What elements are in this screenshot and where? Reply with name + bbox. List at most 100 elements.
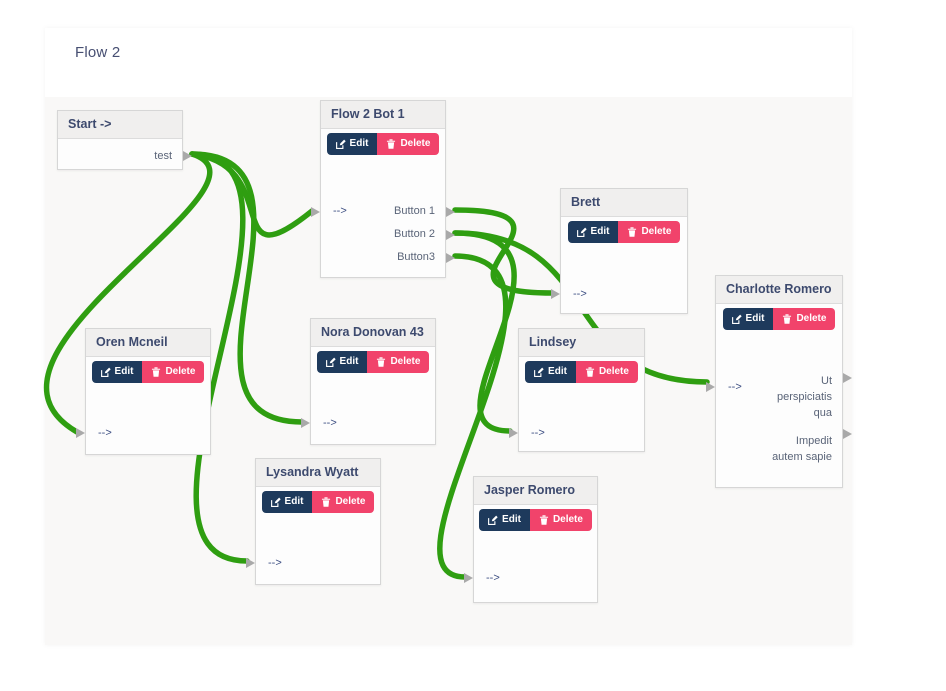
node-actions: Edit Delete bbox=[311, 351, 435, 373]
input-port-arrow-icon[interactable] bbox=[301, 418, 310, 428]
node-start[interactable]: Start -> test bbox=[57, 110, 192, 170]
delete-button[interactable]: Delete bbox=[575, 361, 638, 383]
delete-button-label: Delete bbox=[641, 226, 672, 237]
input-port-arrow-icon[interactable] bbox=[246, 558, 255, 568]
edit-pencil-icon bbox=[534, 367, 544, 377]
delete-button[interactable]: Delete bbox=[142, 361, 205, 383]
node-actions: Edit Delete bbox=[86, 361, 210, 383]
input-port-label: --> bbox=[268, 557, 282, 569]
connection-start.test-to-nora[interactable] bbox=[189, 151, 305, 425]
input-port-arrow-icon[interactable] bbox=[76, 428, 85, 438]
output-port-label: Button 1 bbox=[394, 205, 435, 217]
edit-button-label: Edit bbox=[548, 366, 567, 377]
trash-icon bbox=[377, 357, 386, 367]
node-title: Flow 2 Bot 1 bbox=[321, 101, 445, 129]
connection-flow2bot1.button3-to-jasper[interactable] bbox=[437, 253, 509, 580]
node-actions: Edit Delete bbox=[561, 221, 687, 243]
edit-button-label: Edit bbox=[114, 366, 134, 377]
edit-button[interactable]: Edit bbox=[326, 133, 378, 155]
delete-button-label: Delete bbox=[400, 138, 431, 149]
delete-button[interactable]: Delete bbox=[377, 133, 440, 155]
edit-button-label: Edit bbox=[284, 496, 304, 507]
node-title: Oren Mcneil bbox=[86, 329, 210, 357]
edit-pencil-icon bbox=[270, 497, 281, 507]
trash-icon bbox=[539, 515, 548, 525]
output-port-label: Ut perspiciatis qua bbox=[776, 375, 832, 419]
output-port-arrow-icon[interactable] bbox=[843, 429, 852, 439]
edit-button-label: Edit bbox=[745, 313, 765, 324]
trash-icon bbox=[322, 497, 331, 507]
delete-button[interactable]: Delete bbox=[312, 491, 375, 513]
edit-button[interactable]: Edit bbox=[722, 308, 774, 330]
trash-icon bbox=[387, 139, 396, 149]
trash-icon bbox=[152, 367, 161, 377]
node-actions: Edit Delete bbox=[256, 491, 380, 513]
edit-button[interactable]: Edit bbox=[261, 491, 313, 513]
edit-button[interactable]: Edit bbox=[567, 221, 619, 243]
trash-icon bbox=[783, 314, 792, 324]
output-port-arrow-icon[interactable] bbox=[446, 252, 455, 263]
edit-button-label: Edit bbox=[590, 226, 610, 237]
input-port-label: --> bbox=[728, 381, 742, 393]
node-nora[interactable]: Nora Donovan 43 Edit Delete --> bbox=[301, 318, 436, 445]
delete-button-label: Delete bbox=[390, 356, 421, 367]
input-port-arrow-icon[interactable] bbox=[311, 206, 320, 217]
node-title: Brett bbox=[561, 189, 687, 217]
node-title: Charlotte Romero bbox=[716, 276, 842, 304]
node-actions: Edit Delete bbox=[716, 308, 842, 330]
node-title: Start -> bbox=[58, 111, 182, 139]
edit-pencil-icon bbox=[100, 367, 111, 377]
output-port-label: test bbox=[154, 150, 172, 162]
connection-start.test-to-lysandra[interactable] bbox=[189, 151, 250, 564]
input-port-arrow-icon[interactable] bbox=[464, 573, 473, 583]
edit-button-label: Edit bbox=[339, 356, 359, 367]
output-port-label: Button 2 bbox=[394, 228, 435, 240]
node-title: Lindsey bbox=[519, 329, 644, 357]
input-port-arrow-icon[interactable] bbox=[509, 428, 518, 438]
edit-button[interactable]: Edit bbox=[525, 361, 576, 383]
output-port-arrow-icon[interactable] bbox=[843, 373, 852, 383]
output-port-arrow-icon[interactable] bbox=[446, 206, 455, 217]
edit-pencil-icon bbox=[335, 139, 346, 149]
output-port-arrow-icon[interactable] bbox=[446, 229, 455, 240]
delete-button[interactable]: Delete bbox=[773, 308, 836, 330]
delete-button-label: Delete bbox=[796, 313, 827, 324]
edit-button[interactable]: Edit bbox=[479, 509, 530, 531]
delete-button[interactable]: Delete bbox=[529, 509, 592, 531]
node-title: Jasper Romero bbox=[474, 477, 597, 505]
trash-icon bbox=[585, 367, 594, 377]
input-port-label: --> bbox=[98, 427, 112, 439]
edit-button[interactable]: Edit bbox=[316, 351, 368, 373]
input-port-label: --> bbox=[323, 417, 337, 429]
edit-pencil-icon bbox=[731, 314, 742, 324]
edit-pencil-icon bbox=[325, 357, 336, 367]
delete-button-label: Delete bbox=[165, 366, 196, 377]
input-port-arrow-icon[interactable] bbox=[551, 289, 560, 299]
delete-button[interactable]: Delete bbox=[618, 221, 681, 243]
node-title: Nora Donovan 43 bbox=[311, 319, 435, 347]
node-actions: Edit Delete bbox=[321, 133, 445, 155]
edit-button[interactable]: Edit bbox=[91, 361, 143, 383]
input-port-label: --> bbox=[573, 288, 587, 300]
input-port-arrow-icon[interactable] bbox=[706, 382, 715, 392]
edit-button-label: Edit bbox=[502, 514, 521, 525]
node-actions: Edit Delete bbox=[474, 509, 597, 531]
delete-button-label: Delete bbox=[552, 514, 583, 525]
edit-pencil-icon bbox=[488, 515, 498, 525]
input-port-label: --> bbox=[486, 572, 500, 584]
output-port-label: Button3 bbox=[397, 251, 435, 263]
trash-icon bbox=[628, 227, 637, 237]
flow-header: Flow 2 bbox=[45, 28, 852, 97]
delete-button[interactable]: Delete bbox=[367, 351, 430, 373]
input-port-label: --> bbox=[531, 427, 545, 439]
output-port-arrow-icon[interactable] bbox=[183, 151, 192, 161]
connection-flow2bot1.button1-to-brett[interactable] bbox=[452, 207, 555, 296]
connection-start.test-to-oren[interactable] bbox=[43, 151, 213, 435]
